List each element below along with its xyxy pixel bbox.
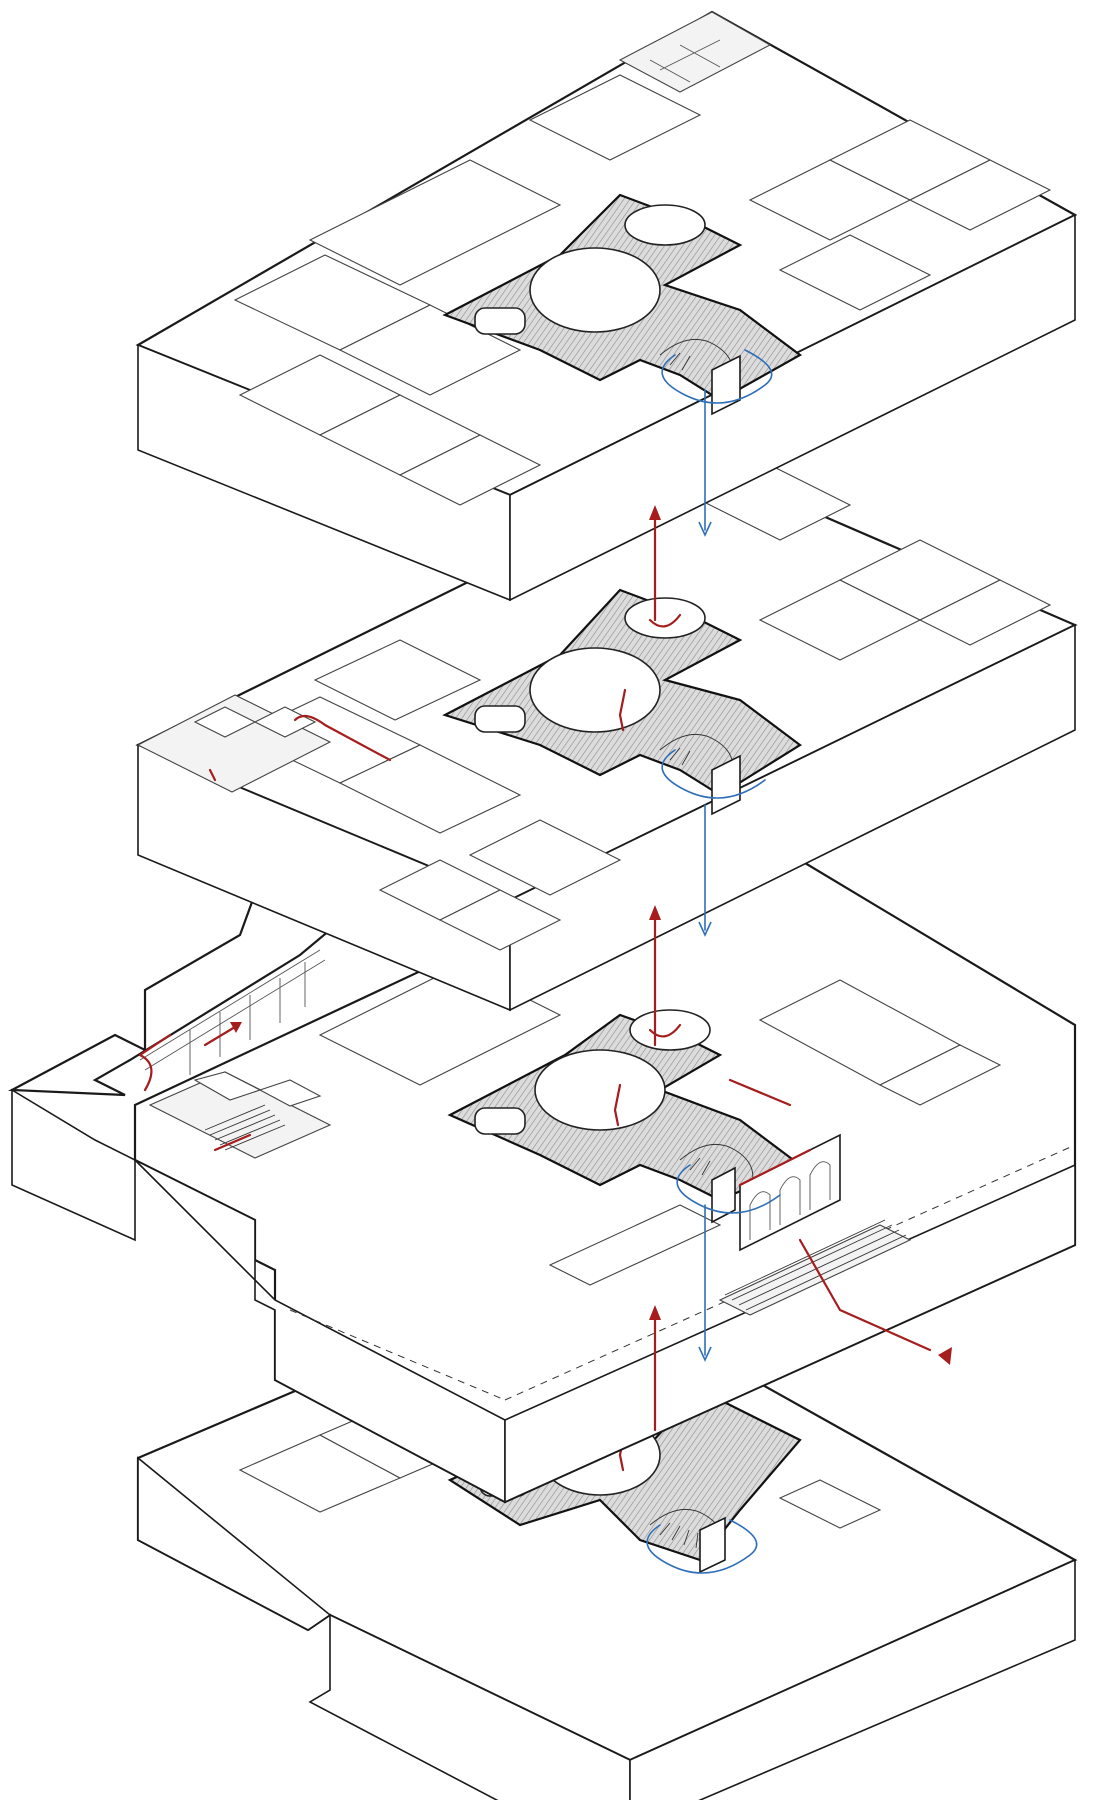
level-2-arch-1 <box>749 1191 771 1240</box>
red-up-arrow <box>230 1022 242 1033</box>
level-4 <box>135 10 1078 602</box>
level-1-slab-front-left <box>137 1456 631 1800</box>
level-2 <box>7 843 1077 1504</box>
level-2-stair-path <box>648 1023 682 1038</box>
level-4-room-f <box>308 159 562 286</box>
level-2-room-e <box>878 1044 1002 1106</box>
level-4-stair-well-top <box>624 204 706 246</box>
level-1-slab-front-right <box>629 1558 1076 1800</box>
level-4-lift-box <box>474 307 526 335</box>
level-2-arch-3 <box>809 1161 831 1210</box>
level-3-stair-wall <box>711 754 741 816</box>
level-2-lift-box <box>474 1107 526 1135</box>
level-4-core <box>442 193 803 416</box>
level-1-stair-wall <box>699 1516 726 1574</box>
level-3 <box>135 463 1078 1012</box>
level-2-atrium-void <box>534 1049 666 1131</box>
red-up-arrow <box>649 505 661 520</box>
level-3-atrium-void <box>529 647 661 733</box>
level-3-corner-room-b <box>253 706 317 738</box>
level-3-room-e <box>438 889 562 951</box>
blue-down-arrow <box>698 921 712 937</box>
level-2-colonnade <box>139 949 326 1075</box>
level-3-room-i <box>918 579 1052 646</box>
level-1-spiral-stair <box>649 1508 724 1556</box>
level-3-lift-box <box>474 705 526 733</box>
level-2-stair-wall <box>711 1166 736 1224</box>
level-2-entrance-path <box>798 1238 932 1352</box>
level-2-stair-steps <box>204 1104 286 1151</box>
level-2-room-b <box>258 1079 322 1107</box>
level-3-room-c <box>468 819 622 896</box>
level-3-core <box>442 588 802 816</box>
red-terrace-arrow-line <box>203 1025 237 1047</box>
level-4-slab-front-right <box>509 213 1076 602</box>
level-3-down-path <box>661 749 766 799</box>
level-3-stair-path <box>648 613 682 628</box>
level-4-room-k <box>778 234 932 311</box>
level-4-atrium-void <box>529 247 661 333</box>
level-2-corridor-path <box>728 1078 812 1187</box>
level-2-terrace-side <box>11 1088 136 1242</box>
level-3-room-b <box>338 744 522 834</box>
level-4-corner-partition <box>649 39 721 83</box>
level-3-stair-well-top <box>624 597 706 639</box>
blue-down-arrow <box>698 1346 712 1362</box>
level-2-entrance <box>718 1133 912 1316</box>
level-2-terrace-path <box>138 1033 252 1152</box>
red-up-arrow <box>649 905 661 920</box>
circulation-arrows <box>203 389 952 1432</box>
level-4-down-path <box>661 349 773 404</box>
level-2-spiral-stair <box>679 1143 754 1191</box>
level-3-slab-front-right <box>509 623 1076 1012</box>
level-3-corridor-path <box>208 714 392 782</box>
blue-down-arrow <box>698 521 712 537</box>
level-2-core <box>447 1009 803 1224</box>
level-4-stair-wall <box>711 354 741 416</box>
red-up-arrow <box>649 1305 661 1320</box>
level-1-down-path <box>646 1519 758 1574</box>
red-direction-triangle <box>938 1347 952 1365</box>
level-4-room-e <box>398 434 542 506</box>
level-2-up-path <box>613 1083 622 1127</box>
level-3-room-f <box>313 639 482 721</box>
level-2-arch-2 <box>779 1176 801 1225</box>
level-4-room-g <box>528 74 702 161</box>
level-3-up-path <box>618 688 627 732</box>
level-4-room-j <box>908 159 1052 231</box>
level-1-room-d <box>778 1479 882 1529</box>
level-2-room-f <box>548 1204 722 1286</box>
level-2-down-path <box>676 1164 781 1214</box>
level-2-stair-well-top <box>629 1009 711 1051</box>
level-2-slab-front-left <box>134 1159 506 1504</box>
